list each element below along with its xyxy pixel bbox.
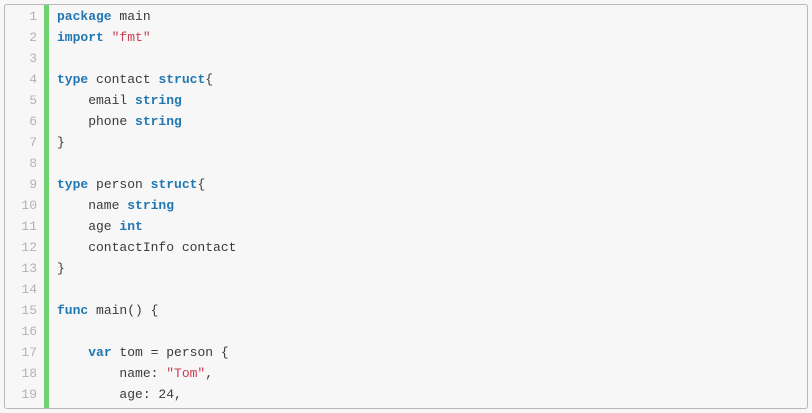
keyword-token: type — [57, 177, 89, 192]
code-token: age — [57, 219, 120, 234]
code-token: phone — [57, 114, 136, 129]
keyword-token: struct — [150, 177, 198, 192]
code-line: 1 package main — [5, 6, 807, 27]
keyword-token: string — [127, 198, 175, 213]
line-number: 17 — [21, 345, 37, 360]
code-token: { — [205, 72, 214, 87]
code-token: { — [197, 177, 206, 192]
code-line: 5 email string — [5, 90, 807, 111]
code-token — [104, 30, 112, 45]
code-token: person — [88, 177, 151, 192]
code-text: age: 24, — [44, 384, 807, 405]
code-token: main — [111, 9, 151, 24]
code-text: name string — [44, 195, 807, 216]
code-line: 3 — [5, 48, 807, 69]
code-token: contactInfo contact — [57, 240, 237, 255]
line-number: 5 — [29, 93, 37, 108]
code-token: , — [205, 366, 214, 381]
string-token: "fmt" — [111, 30, 151, 45]
keyword-token: struct — [158, 72, 206, 87]
code-line: 15 func main() { — [5, 300, 807, 321]
code-line: 6 phone string — [5, 111, 807, 132]
code-text: var tom = person { — [44, 342, 807, 363]
code-editor: 1 package main 2 import "fmt" 3 4 type contact… — [4, 4, 808, 409]
line-number: 16 — [21, 324, 37, 339]
code-token: contact — [88, 72, 159, 87]
code-text: contactInfo contact — [44, 237, 807, 258]
code-text: func main() { — [44, 300, 807, 321]
keyword-token: func — [57, 303, 89, 318]
line-number: 14 — [21, 282, 37, 297]
keyword-token: var — [88, 345, 112, 360]
line-number: 6 — [29, 114, 37, 129]
code-text: package main — [44, 6, 807, 27]
line-number: 19 — [21, 387, 37, 402]
code-text — [44, 321, 807, 342]
line-number: 2 — [29, 30, 37, 45]
code-line: 16 — [5, 321, 807, 342]
keyword-token: type — [57, 72, 89, 87]
line-number: 7 — [29, 135, 37, 150]
line-number: 15 — [21, 303, 37, 318]
code-token: } — [57, 261, 65, 276]
code-token: email — [57, 93, 136, 108]
code-text: } — [44, 132, 807, 153]
code-text — [44, 48, 807, 69]
code-token: name — [57, 198, 128, 213]
line-number: 9 — [29, 177, 37, 192]
code-line: 8 — [5, 153, 807, 174]
code-token — [57, 345, 88, 360]
code-line: 9 type person struct{ — [5, 174, 807, 195]
code-token: name: — [57, 366, 167, 381]
code-text: import "fmt" — [44, 27, 807, 48]
code-token: } — [57, 135, 65, 150]
keyword-token: string — [135, 114, 182, 129]
code-token: main() { — [88, 303, 159, 318]
line-number: 1 — [29, 9, 37, 24]
code-text — [44, 153, 807, 174]
code-token: tom = person { — [111, 345, 229, 360]
code-text: email string — [44, 90, 807, 111]
line-number: 12 — [21, 240, 37, 255]
gutter-accent-bar — [44, 5, 49, 408]
line-number: 3 — [29, 51, 37, 66]
line-number: 10 — [21, 198, 37, 213]
code-text: name: "Tom", — [44, 363, 807, 384]
code-text: type person struct{ — [44, 174, 807, 195]
code-line: 18 name: "Tom", — [5, 363, 807, 384]
code-line: 19 age: 24, — [5, 384, 807, 405]
line-number: 11 — [21, 219, 37, 234]
code-line: 2 import "fmt" — [5, 27, 807, 48]
code-line: 4 type contact struct{ — [5, 69, 807, 90]
code-lines-container: 1 package main 2 import "fmt" 3 4 type contact… — [5, 6, 807, 408]
code-text — [44, 279, 807, 300]
keyword-token: package — [57, 9, 112, 24]
line-number: 13 — [21, 261, 37, 276]
code-line: 7} — [5, 132, 807, 153]
code-line: 12 contactInfo contact — [5, 237, 807, 258]
code-line: 11 age int — [5, 216, 807, 237]
string-token: "Tom" — [166, 366, 206, 381]
keyword-token: string — [135, 93, 182, 108]
code-text: age int — [44, 216, 807, 237]
code-text: type contact struct{ — [44, 69, 807, 90]
code-line: 14 — [5, 279, 807, 300]
code-line: 10 name string — [5, 195, 807, 216]
code-line: 17 var tom = person { — [5, 342, 807, 363]
keyword-token: import — [57, 30, 104, 45]
line-number: 18 — [21, 366, 37, 381]
code-text: } — [44, 258, 807, 279]
keyword-token: int — [119, 219, 143, 234]
code-line: 13} — [5, 258, 807, 279]
code-text: phone string — [44, 111, 807, 132]
line-number: 8 — [29, 156, 37, 171]
code-token: age: 24, — [57, 387, 182, 402]
line-number: 4 — [29, 72, 37, 87]
